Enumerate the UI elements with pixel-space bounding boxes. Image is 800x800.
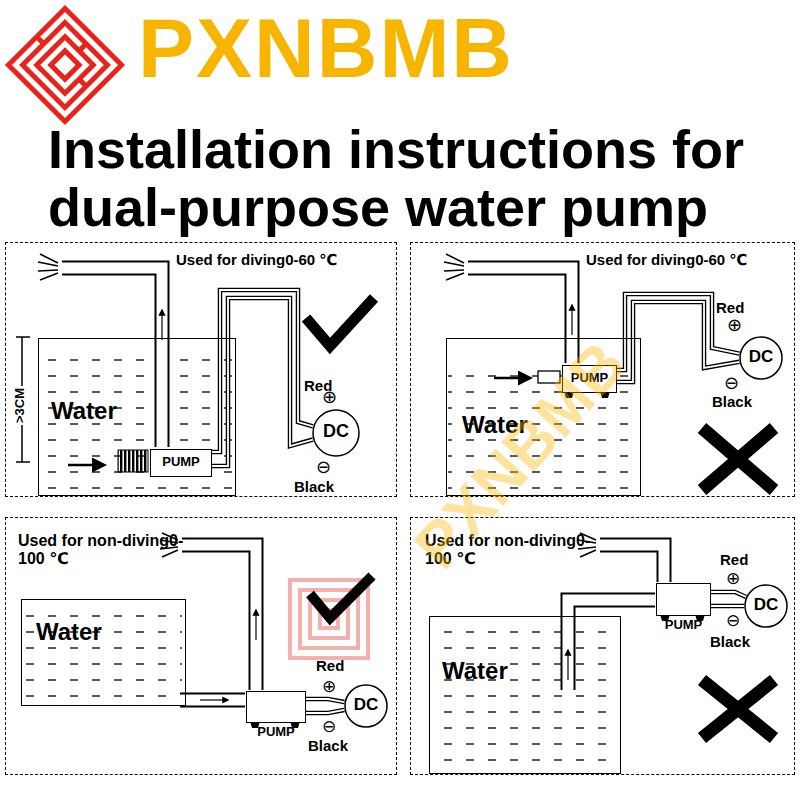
dc-label: DC [744, 595, 788, 615]
usage-heading: Used for non-diving0-100 ℃ [18, 532, 198, 569]
power-wire [212, 298, 313, 466]
power-wire [711, 606, 744, 607]
polarity-sign: ⊖ [724, 374, 739, 392]
polarity-sign: ⊖ [322, 718, 336, 735]
wire-outline [306, 699, 344, 702]
power-wire [306, 710, 344, 713]
check-mark [310, 576, 372, 618]
instruction-panel: PUMP WaterDC Used for diving0-60 ℃ [5, 242, 397, 497]
pump-box: PUMP [246, 691, 306, 723]
dc-power-circle: DC [344, 684, 388, 728]
usage-heading: Used for diving0-60 ℃ [176, 251, 338, 268]
dc-power-circle: DC [739, 336, 783, 380]
power-wire [711, 592, 746, 597]
power-wire [306, 699, 344, 702]
brand-logo [8, 8, 121, 121]
dc-circle [345, 685, 387, 727]
polarity-sign: ⊕ [726, 570, 740, 587]
dc-circle [745, 585, 787, 627]
water-label: Water [442, 657, 508, 685]
flow-arrow [494, 377, 530, 380]
brand-name: PXNBMB [138, 6, 514, 90]
water-tank: Water [429, 616, 621, 774]
wire-outline [306, 710, 344, 713]
water-label: Water [51, 397, 117, 425]
wire-color: Red [720, 552, 748, 567]
wire-core [212, 298, 313, 466]
pump-grille [118, 450, 148, 472]
polarity-sign: ⊕ [727, 316, 742, 334]
pump-label: PUMP [657, 618, 710, 633]
water-tank: Water [21, 599, 186, 706]
polarity-sign: ⊖ [726, 612, 740, 629]
dc-circle [313, 410, 359, 456]
wire-core [711, 605, 744, 607]
pipe [568, 533, 664, 690]
usage-heading: Used for diving0-60 ℃ [586, 251, 748, 268]
wire-color: Red [316, 658, 344, 673]
wire-core [711, 592, 746, 597]
wire-color: Black [308, 738, 348, 753]
wire-core [306, 699, 344, 702]
polarity-sign: ⊕ [322, 388, 337, 406]
wire-color: Red [716, 300, 744, 315]
water-surface [40, 345, 232, 493]
dc-power-circle: DC [312, 409, 360, 457]
wire-outline [711, 592, 746, 597]
flow-arrow [68, 464, 104, 467]
wire-color: Black [294, 479, 334, 494]
dimension-label: >3CM [12, 385, 27, 424]
pipe [38, 254, 162, 447]
wire-color: Black [712, 394, 752, 409]
wire-color: Black [710, 634, 750, 649]
water-tank: PUMP Water [38, 338, 236, 496]
polarity-sign: ⊕ [322, 678, 336, 695]
polarity-sign: ⊖ [316, 458, 331, 476]
pump-box: PUMP [150, 449, 212, 477]
pump-box: PUMP [656, 583, 711, 616]
dc-label: DC [739, 347, 783, 367]
pipe [444, 254, 572, 363]
dc-power-circle: DC [744, 584, 788, 628]
water-surface [23, 606, 182, 703]
check-mark [306, 298, 374, 346]
dc-label: DC [344, 695, 388, 715]
wire-outline [711, 604, 744, 609]
pipe [160, 533, 256, 700]
pump-label: PUMP [247, 725, 305, 740]
wire-core [306, 710, 344, 713]
dc-label: DC [312, 421, 360, 442]
page-title: Installation instructions for dual-purpo… [48, 120, 800, 236]
dc-circle [740, 337, 782, 379]
water-label: Water [36, 618, 102, 646]
instruction-panel: WaterPUMP DC Used for non-diving0-100 ℃ [5, 517, 397, 775]
cross-mark [702, 428, 774, 490]
pump-label: PUMP [151, 455, 211, 470]
cross-mark [702, 680, 774, 738]
wire-outline [212, 298, 313, 466]
water-surface [431, 630, 617, 772]
